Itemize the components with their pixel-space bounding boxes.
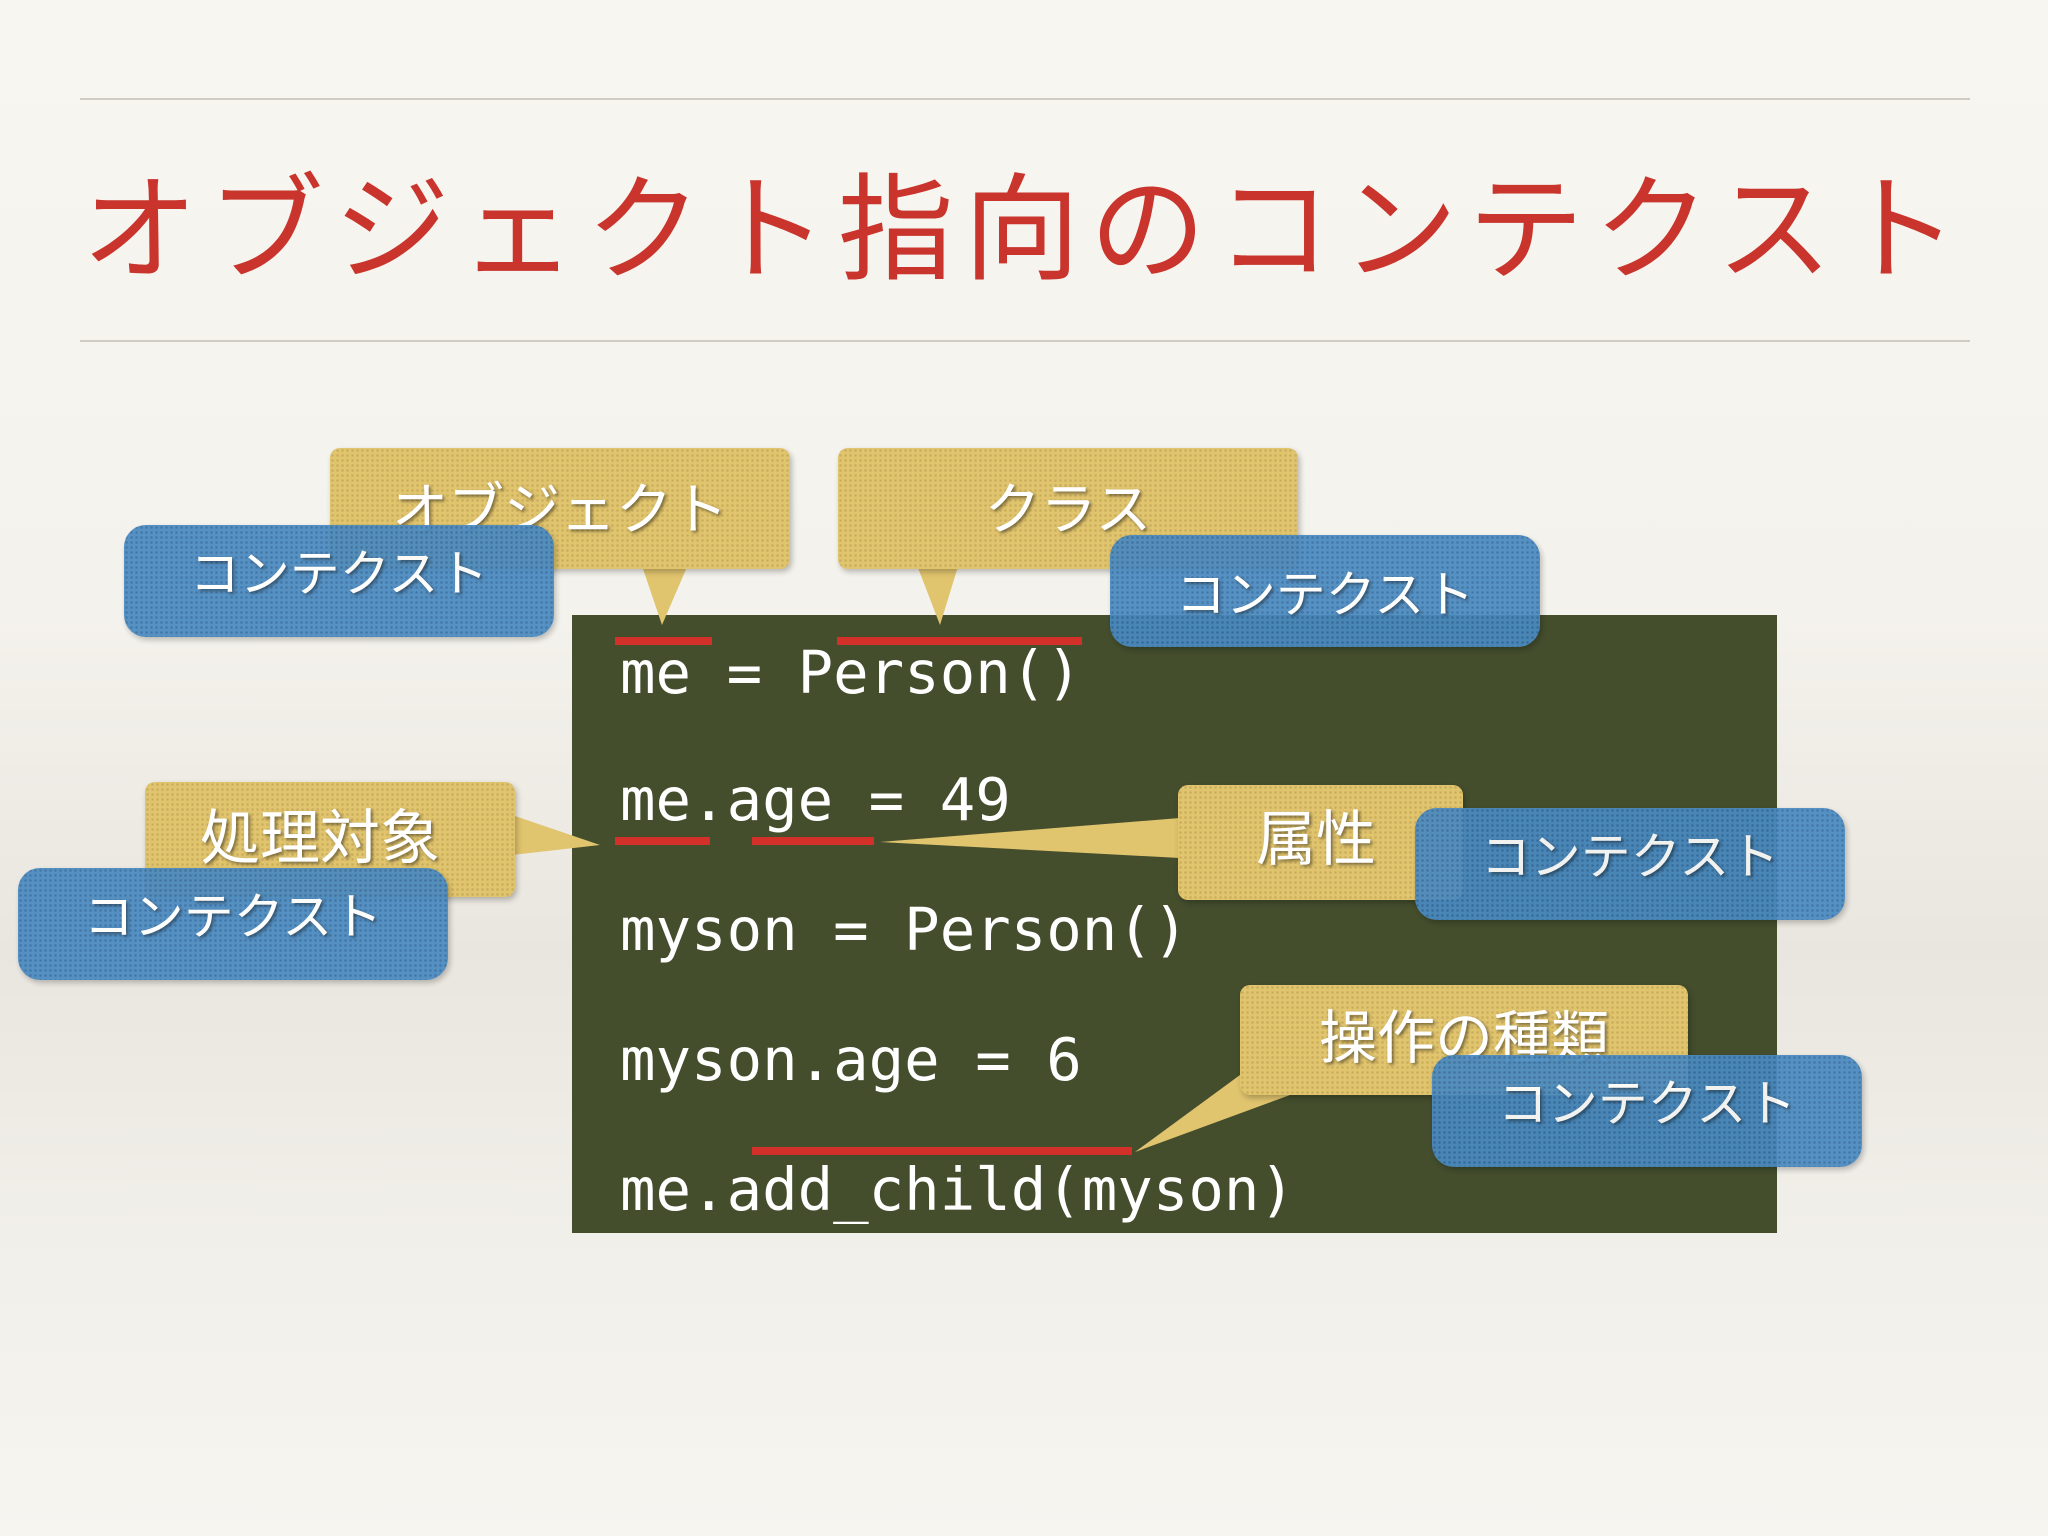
code-line-2: me.age = 49 <box>620 765 1011 834</box>
underline-target-me <box>615 837 710 845</box>
callout-operation: 操作の種類 <box>1240 985 1688 1095</box>
context-label-attribute: コンテクスト <box>1415 808 1845 920</box>
code-line-4: myson.age = 6 <box>620 1025 1082 1094</box>
code-line-3: myson = Person() <box>620 895 1189 964</box>
context-label-object: コンテクスト <box>124 525 554 637</box>
code-line-1: me = Person() <box>620 638 1082 707</box>
context-label-operation: コンテクスト <box>1432 1055 1862 1167</box>
slide-title: オブジェクト指向のコンテクスト <box>81 163 1969 298</box>
code-line-5: me.add_child(myson) <box>620 1155 1295 1224</box>
bottom-divider <box>80 340 1970 342</box>
context-label-target: コンテクスト <box>18 868 448 980</box>
context-label-class: コンテクスト <box>1110 535 1540 647</box>
underline-age <box>752 837 874 845</box>
underline-person <box>837 637 1082 645</box>
underline-me <box>615 637 712 645</box>
top-divider <box>80 98 1970 100</box>
underline-add-child <box>752 1147 1132 1155</box>
callout-object: オブジェクト <box>330 448 790 569</box>
